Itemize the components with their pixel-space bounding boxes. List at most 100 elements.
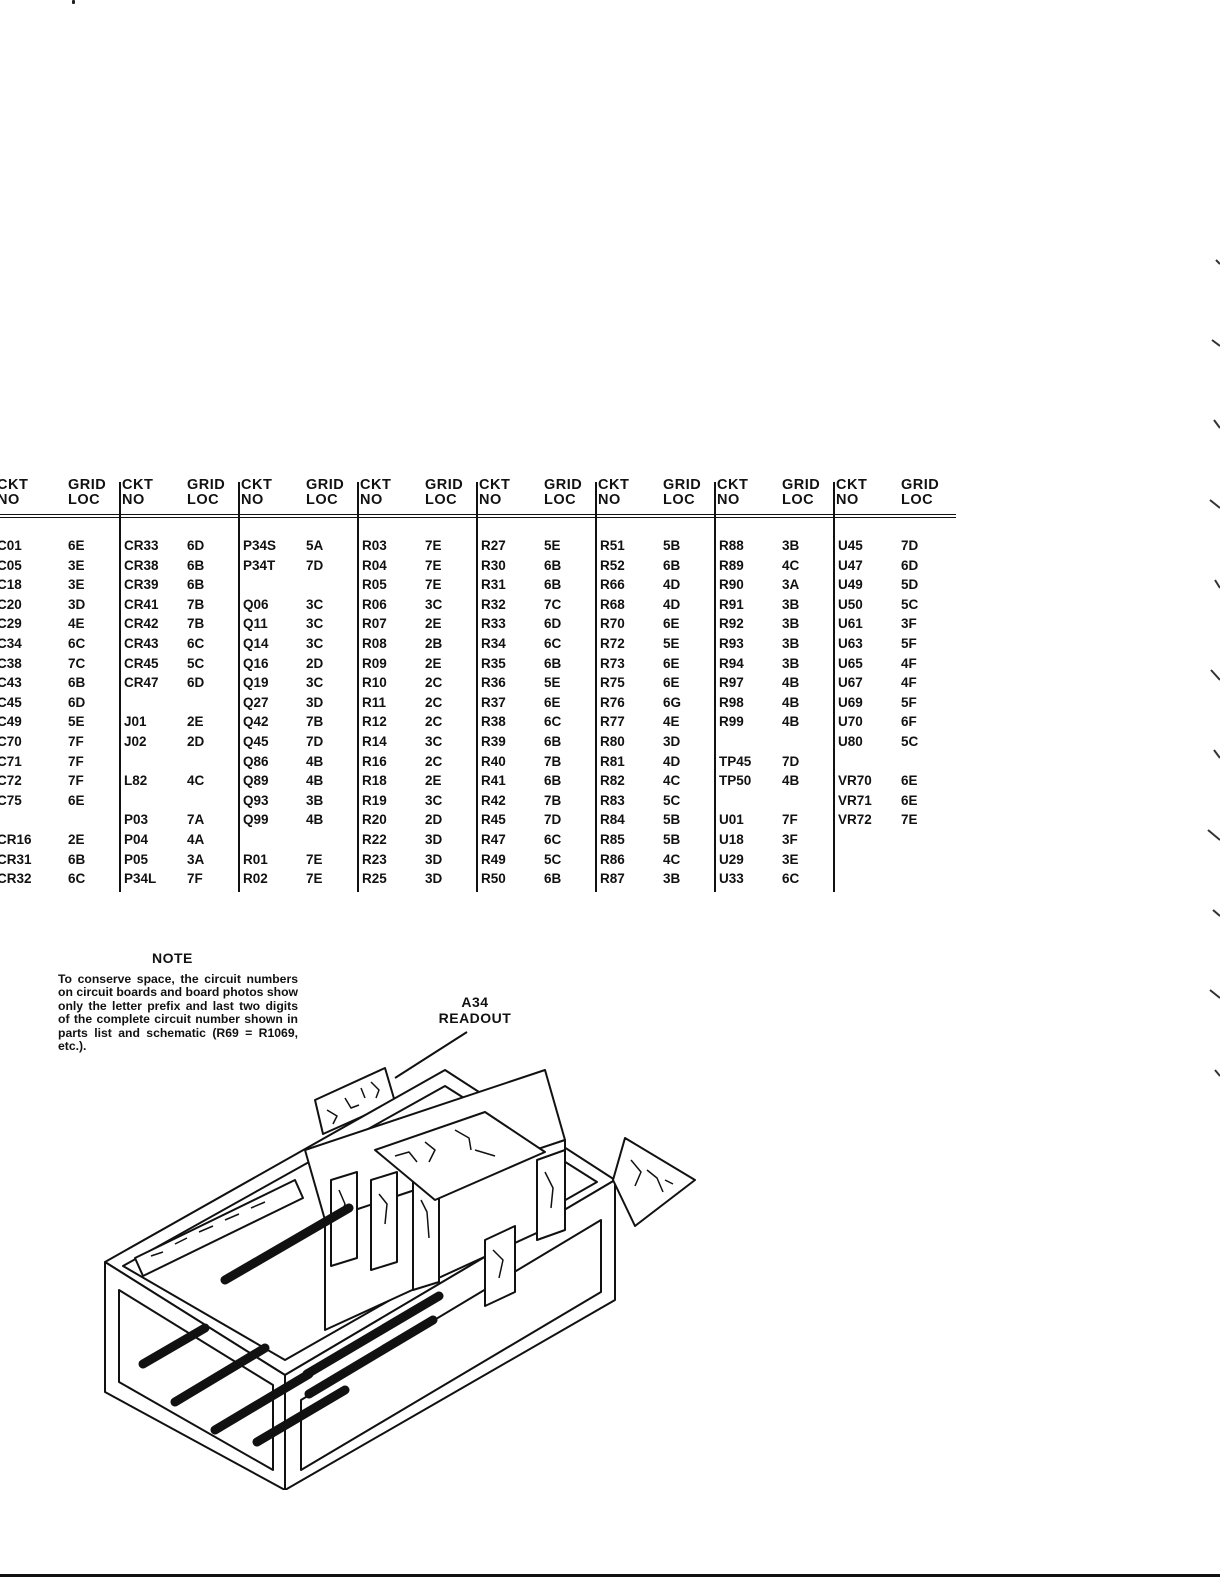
grid-location: 5D — [901, 577, 919, 593]
grid-location: 6B — [544, 577, 562, 593]
circuit-number: C38 — [0, 655, 22, 671]
circuit-number: R70 — [600, 616, 625, 632]
grid-location: 3B — [782, 655, 800, 671]
circuit-number: R51 — [600, 538, 625, 553]
grid-location: 7D — [306, 557, 324, 573]
grid-location: 2C — [425, 694, 443, 710]
grid-location: 7B — [544, 792, 562, 808]
grid-location: 7D — [544, 812, 562, 828]
header-grid-line2: LOC — [901, 492, 934, 508]
circuit-number: CR47 — [124, 675, 159, 691]
header-grid-line1: GRID — [187, 477, 226, 493]
circuit-number: C01 — [0, 538, 22, 553]
grid-location: 6D — [901, 557, 919, 573]
grid-location: 3E — [68, 577, 85, 593]
circuit-number: R92 — [719, 616, 744, 632]
circuit-number: R98 — [719, 694, 744, 710]
circuit-number: U69 — [838, 694, 863, 710]
circuit-number: R18 — [362, 773, 387, 789]
circuit-number: C45 — [0, 694, 22, 710]
note-text: To conserve space, the circuit numbers o… — [58, 972, 298, 1054]
grid-location: 4F — [901, 655, 917, 671]
circuit-number: R50 — [481, 871, 506, 887]
header-ckt-line2: NO — [0, 492, 20, 508]
circuit-number: R05 — [362, 577, 387, 593]
grid-location: 3F — [901, 616, 917, 632]
grid-location: 6E — [68, 792, 85, 808]
grid-location: 6E — [663, 616, 680, 632]
grid-location: 7F — [68, 773, 84, 789]
circuit-number: C72 — [0, 773, 22, 789]
grid-location: 7E — [306, 871, 323, 887]
grid-location: 7F — [187, 871, 203, 887]
grid-location: 6C — [187, 636, 205, 651]
circuit-number: R33 — [481, 616, 506, 632]
grid-location: 3B — [782, 636, 800, 651]
circuit-number: Q11 — [243, 616, 268, 632]
circuit-number: R81 — [600, 753, 625, 769]
circuit-number: VR72 — [838, 812, 872, 828]
header-ckt-line1: CKT — [598, 477, 630, 493]
chassis-isometric-drawing — [104, 1031, 696, 1490]
grid-location: 3F — [782, 832, 798, 847]
grid-location: 3C — [306, 636, 324, 651]
circuit-number: Q27 — [243, 694, 269, 710]
header-grid-line2: LOC — [544, 492, 577, 508]
grid-location: 4C — [187, 773, 205, 789]
circuit-number: R77 — [600, 714, 625, 730]
header-ckt-line2: NO — [479, 492, 502, 508]
circuit-number: C70 — [0, 734, 22, 749]
grid-location: 6B — [544, 871, 562, 887]
grid-location: 5B — [663, 832, 681, 847]
grid-location: 3A — [782, 577, 800, 593]
header-grid-line1: GRID — [68, 477, 107, 493]
circuit-number: C49 — [0, 714, 22, 730]
grid-location: 7E — [425, 557, 442, 573]
circuit-number: R99 — [719, 714, 744, 730]
circuit-number: R90 — [719, 577, 744, 593]
grid-location: 5E — [68, 714, 85, 730]
grid-location: 6B — [187, 577, 205, 593]
circuit-number: R08 — [362, 636, 387, 651]
grid-location: 5B — [663, 538, 681, 553]
circuit-number: CR39 — [124, 577, 159, 593]
circuit-number: R80 — [600, 734, 625, 749]
grid-location: 4F — [901, 675, 917, 691]
header-ckt-line2: NO — [836, 492, 859, 508]
grid-location: 5E — [544, 538, 561, 553]
grid-location: 6B — [544, 773, 562, 789]
grid-location: 4C — [663, 851, 681, 867]
circuit-number: U50 — [838, 596, 863, 612]
header-rule-top — [0, 514, 956, 515]
grid-location: 2E — [425, 616, 442, 632]
circuit-number: J01 — [124, 714, 147, 730]
header-ckt-line1: CKT — [122, 477, 154, 493]
support-rods — [138, 1203, 444, 1447]
grid-location: 7F — [782, 812, 798, 828]
grid-location: 7C — [68, 655, 86, 671]
circuit-number: Q86 — [243, 753, 269, 769]
circuit-number: R91 — [719, 596, 744, 612]
circuit-number: R73 — [600, 655, 625, 671]
circuit-number: R89 — [719, 557, 744, 573]
circuit-number: R12 — [362, 714, 387, 730]
grid-location: 6E — [663, 655, 680, 671]
circuit-number: R27 — [481, 538, 506, 553]
grid-location: 3C — [425, 792, 443, 808]
grid-location: 4D — [663, 753, 681, 769]
circuit-number: CR42 — [124, 616, 159, 632]
grid-location: 3D — [425, 871, 443, 887]
circuit-number: TP45 — [719, 753, 752, 769]
circuit-number: R49 — [481, 851, 506, 867]
grid-location: 3C — [306, 675, 324, 691]
circuit-number: P34L — [124, 871, 157, 887]
grid-location: 4B — [782, 773, 800, 789]
